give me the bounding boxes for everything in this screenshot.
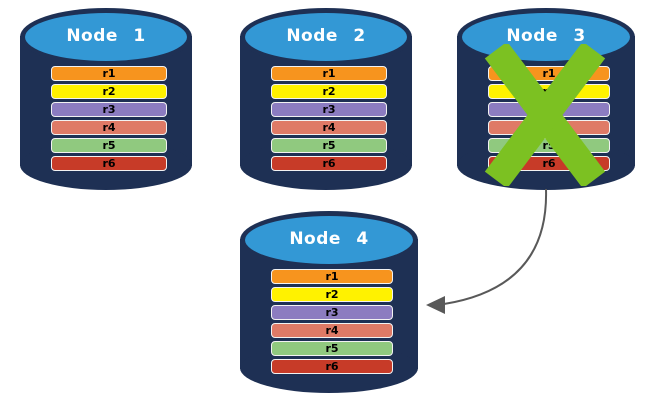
record-row-r5: r5 [271,138,387,153]
node-2-cylinder: Node 2 r1 r2 r3 r4 r5 r6 [240,6,412,190]
cylinder-top-face [245,13,407,61]
node-label: Node 2 [286,26,366,46]
cylinder-top-face [25,13,187,61]
arrowhead-icon [426,296,445,314]
record-rows: r1 r2 r3 r4 r5 r6 [51,66,167,171]
record-row-r2: r2 [271,287,393,302]
node-label: Node 4 [289,229,369,249]
record-rows: r1 r2 r3 r4 r5 r6 [271,269,393,374]
node-label: Node 1 [66,26,146,46]
record-row-r2: r2 [271,84,387,99]
node-4-cylinder: Node 4 r1 r2 r3 r4 r5 r6 [240,209,418,393]
record-row-r1: r1 [271,66,387,81]
record-row-r2: r2 [51,84,167,99]
record-row-r3: r3 [271,102,387,117]
record-row-r5: r5 [51,138,167,153]
record-rows: r1 r2 r3 r4 r5 r6 [271,66,387,171]
node-1-cylinder: Node 1 r1 r2 r3 r4 r5 r6 [20,6,192,190]
record-row-r3: r3 [51,102,167,117]
failure-x-icon [484,44,606,186]
record-row-r1: r1 [51,66,167,81]
node-label: Node 3 [506,26,586,46]
record-row-r3: r3 [271,305,393,320]
record-row-r5: r5 [271,341,393,356]
record-row-r6: r6 [51,156,167,171]
record-row-r6: r6 [271,156,387,171]
record-row-r4: r4 [51,120,167,135]
record-row-r1: r1 [271,269,393,284]
record-row-r6: r6 [271,359,393,374]
record-row-r4: r4 [271,323,393,338]
cylinder-top-face [245,216,413,264]
cylinder-top-face [462,13,630,61]
record-row-r4: r4 [271,120,387,135]
